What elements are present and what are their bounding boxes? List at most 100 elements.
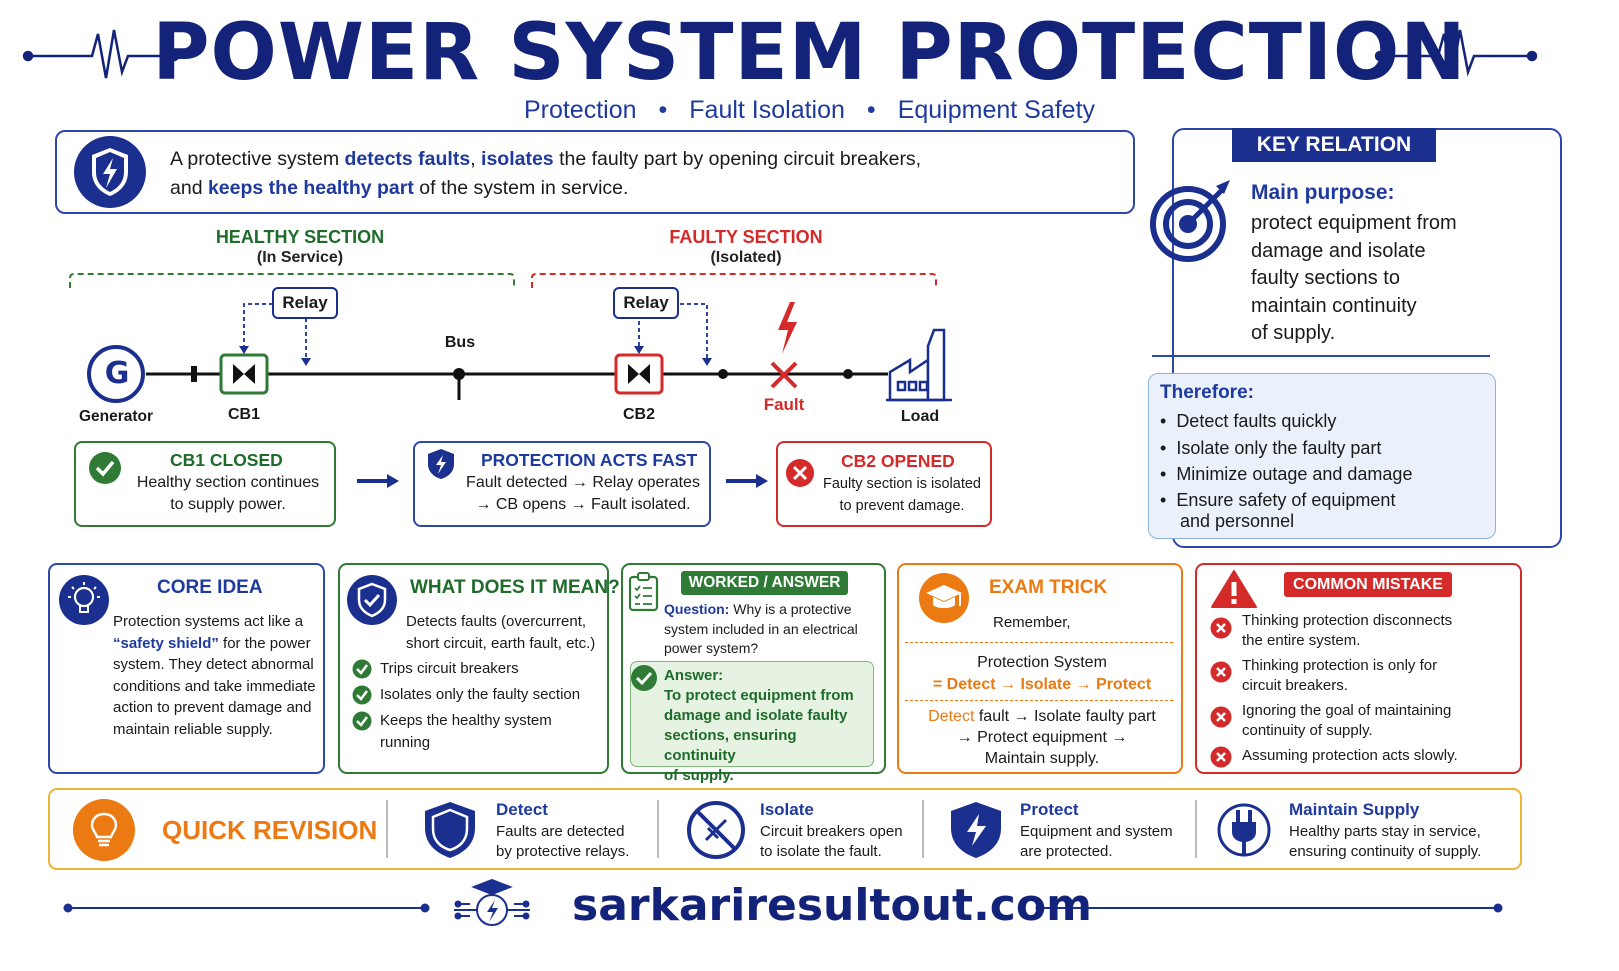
key-relation-header: KEY RELATION [1232, 128, 1436, 162]
healthy-section-label: HEALTHY SECTION [215, 227, 385, 247]
answer-text: Answer: To protect equipment from damage… [664, 667, 854, 784]
core-idea-text: Protection systems act like a “safety sh… [113, 613, 316, 738]
therefore-item-continuation: and personnel [1180, 511, 1295, 531]
cb1-closed-title: CB1 CLOSED [170, 450, 283, 470]
generator-symbol-label: G [104, 356, 130, 391]
core-idea-title: CORE IDEA [157, 577, 263, 598]
exam-trick-title: EXAM TRICK [989, 577, 1108, 598]
divider [905, 642, 1173, 643]
check-circle-icon [89, 452, 121, 484]
x-circle-icon [786, 459, 814, 487]
faulty-bracket [531, 273, 937, 288]
check-circle-icon [352, 685, 372, 705]
exam-trick-formula: Protection System = Detect → Isolate → P… [932, 654, 1152, 693]
x-circle-icon [1210, 661, 1232, 683]
heartbeat-right-icon [1374, 29, 1538, 79]
shield-bolt-icon [74, 136, 146, 208]
relay1-link-left [243, 303, 273, 350]
therefore-list: Detect faults quickly Isolate only the f… [1160, 408, 1490, 512]
worked-question: Question: Why is a protective system inc… [664, 601, 858, 656]
page-subtitle: Protection•Fault Isolation•Equipment Saf… [523, 96, 1096, 124]
intro-text: A protective system detects faults, isol… [170, 148, 922, 199]
target-icon [1150, 180, 1230, 262]
divider [1152, 355, 1490, 357]
protection-acts-text: Fault detected → Relay operates→ CB open… [466, 474, 700, 513]
exam-trick-chain: Detect fault → Isolate faulty part → Pro… [928, 708, 1156, 767]
lightbulb-icon [59, 575, 109, 625]
factory-icon [886, 328, 952, 402]
arrow-right-icon [726, 474, 768, 488]
list-item: Ensure safety of equipment [1160, 488, 1490, 512]
quick-revision-title: QUICK REVISION [162, 815, 378, 845]
check-circle-icon [352, 711, 372, 731]
qr-detect-title: Detect [496, 800, 548, 819]
line-node [843, 369, 853, 379]
heartbeat-left-icon [22, 29, 180, 79]
divider [905, 700, 1173, 701]
cb1-closed-box [74, 441, 336, 527]
warning-icon [1211, 570, 1257, 608]
fault-x-icon [770, 361, 798, 389]
healthy-section-sub: (In Service) [256, 249, 344, 266]
divider [922, 800, 924, 858]
shield-protect-icon [951, 802, 1001, 858]
meaning-item: Keeps the healthy system running [380, 712, 552, 751]
mistake-item: Assuming protection acts slowly. [1242, 747, 1458, 764]
page-title: POWER SYSTEM PROTECTION [152, 8, 1467, 98]
single-line-diagram [69, 273, 952, 403]
bus-label: Bus [444, 334, 476, 351]
cb2-opened-box [776, 441, 992, 527]
footer-line-right [1035, 903, 1503, 913]
footer-line-left [63, 903, 430, 913]
divider [386, 800, 388, 858]
lightning-icon [778, 302, 797, 354]
exam-trick-card [897, 563, 1183, 774]
line-node [191, 366, 197, 382]
meaning-intro: Detects faults (overcurrent, short circu… [406, 613, 596, 652]
relay2-box: Relay [613, 287, 679, 319]
protection-acts-title: PROTECTION ACTS FAST [481, 450, 698, 470]
faulty-section-label: FAULTY SECTION [669, 227, 823, 247]
generator-symbol [87, 345, 145, 403]
x-circle-icon [1210, 706, 1232, 728]
qr-maintain-text: Healthy parts stay in service,ensuring c… [1289, 823, 1482, 860]
load-label: Load [900, 408, 940, 425]
meaning-card [338, 563, 609, 774]
cb2-label: CB2 [622, 406, 655, 423]
list-item: Detect faults quickly [1160, 408, 1490, 435]
protection-acts-box [413, 441, 711, 527]
site-name: sarkariresultout.com [572, 880, 1092, 931]
list-item: Isolate only the faulty part [1160, 435, 1490, 462]
shield-icon [425, 802, 475, 858]
plug-icon [1217, 803, 1271, 857]
check-circle-icon [352, 659, 372, 679]
meaning-title: WHAT DOES IT MEAN? [410, 577, 620, 598]
intro-box [55, 130, 1135, 214]
worked-answer-badge: WORKED / ANSWER [681, 571, 848, 595]
subtitle-item: Equipment Safety [897, 96, 1096, 124]
main-purpose-text: protect equipment from damage and isolat… [1251, 212, 1457, 344]
divider [657, 800, 659, 858]
subtitle-item: Protection [523, 96, 637, 124]
fault-label: Fault [763, 395, 805, 414]
healthy-bracket [69, 273, 515, 288]
qr-protect-title: Protect [1020, 800, 1079, 819]
qr-isolate-title: Isolate [760, 800, 814, 819]
shield-bolt-icon [428, 449, 454, 479]
graduation-cap-icon [919, 573, 969, 623]
exam-trick-remember: Remember, [993, 614, 1071, 631]
relay1-box: Relay [272, 287, 338, 319]
faulty-section-sub: (Isolated) [710, 249, 782, 266]
header-decor [22, 29, 1538, 79]
quick-revision-bar [48, 788, 1522, 870]
clipboard-icon [628, 572, 659, 612]
therefore-title: Therefore: [1160, 382, 1254, 403]
shield-check-icon [347, 575, 397, 625]
isolate-icon [687, 801, 745, 859]
